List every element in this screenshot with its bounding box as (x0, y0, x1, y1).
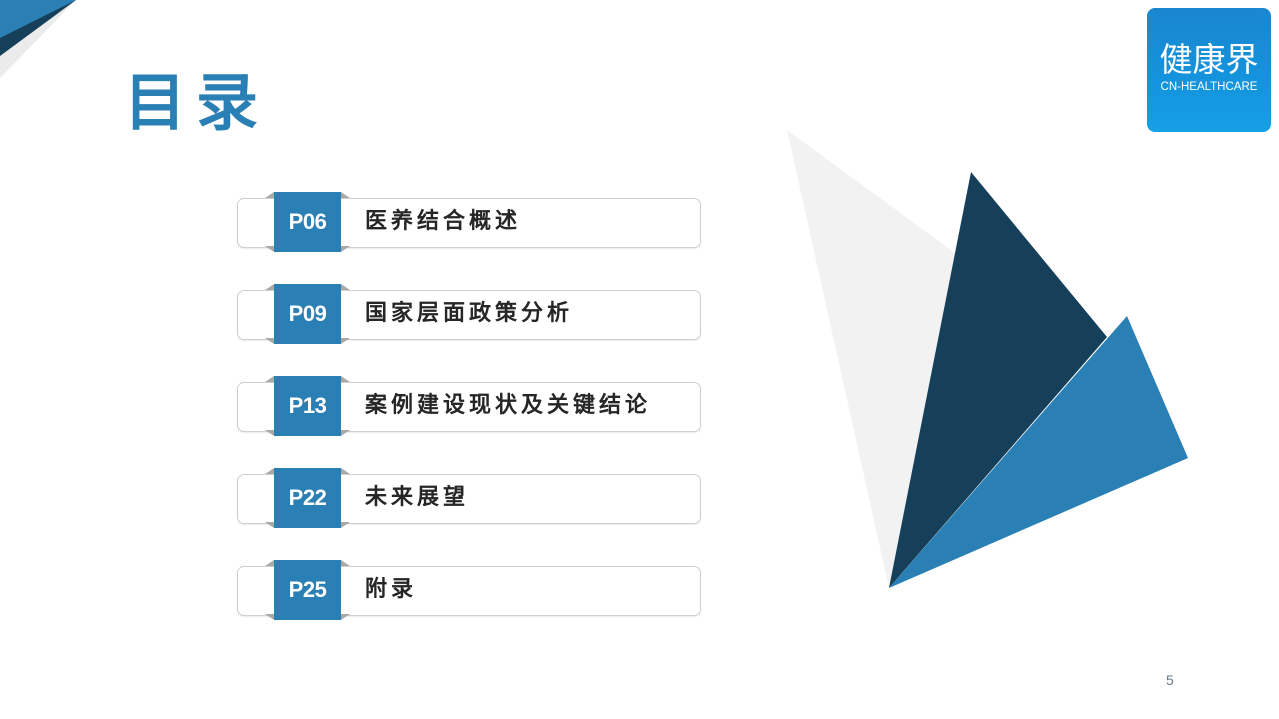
toc-item[interactable]: P06 医养结合概述 (237, 192, 701, 252)
logo: 健康界 CN-HEALTHCARE (1147, 8, 1271, 132)
toc-page-badge: P25 (274, 560, 341, 620)
toc-item-label: 未来展望 (365, 485, 470, 510)
page-title: 目录 (124, 66, 269, 139)
toc-page-badge: P22 (274, 468, 341, 528)
toc-item[interactable]: P25 附录 (237, 560, 701, 620)
toc-item-label: 案例建设现状及关键结论 (365, 393, 652, 418)
corner-decoration (0, 0, 76, 78)
toc-page-badge: P06 (274, 192, 341, 252)
toc-item-label: 医养结合概述 (365, 209, 522, 234)
toc-page-badge: P13 (274, 376, 341, 436)
logo-name-en: CN-HEALTHCARE (1160, 81, 1258, 93)
toc-item[interactable]: P09 国家层面政策分析 (237, 284, 701, 344)
toc-item[interactable]: P22 未来展望 (237, 468, 701, 528)
toc-item-label: 国家层面政策分析 (365, 301, 574, 326)
table-of-contents: P06 医养结合概述 P09 国家层面政策分析 P13 案例建设现状及关键结论 … (237, 192, 701, 652)
toc-page-badge: P09 (274, 284, 341, 344)
page-number: 5 (1166, 672, 1174, 688)
toc-item-label: 附录 (365, 577, 418, 602)
toc-item[interactable]: P13 案例建设现状及关键结论 (237, 376, 701, 436)
logo-name-cn: 健康界 (1159, 40, 1259, 79)
